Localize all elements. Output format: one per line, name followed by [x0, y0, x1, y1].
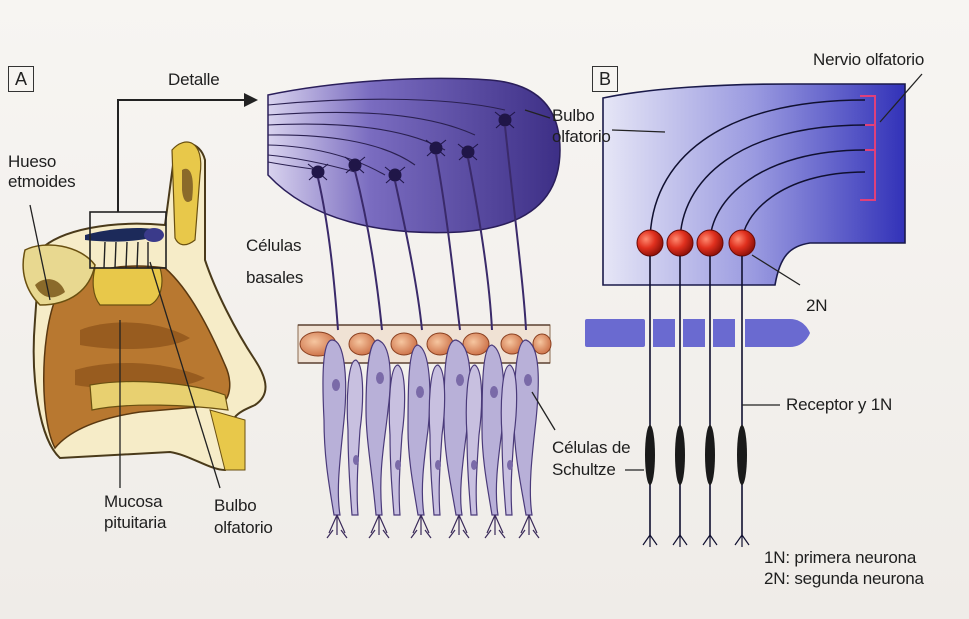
bulbo-olfatorio-a-line2: olfatorio [214, 518, 273, 538]
bulbo-olfatorio-detail-line1: Bulbo [552, 106, 594, 126]
nervio-olfatorio-label: Nervio olfatorio [813, 50, 924, 70]
mucosa-pituitaria-line1: Mucosa [104, 492, 162, 512]
legend-2n: 2N: segunda neurona [764, 569, 924, 589]
olfactory-bulb-detail [268, 78, 560, 232]
bulbo-olfatorio-detail-line2: olfatorio [552, 127, 611, 147]
hueso-etmoides-line1: Hueso [8, 152, 56, 172]
celulas-schultze-line1: Células de [552, 438, 630, 458]
legend-1n: 1N: primera neurona [764, 548, 916, 568]
celulas-schultze-line2: Schultze [552, 460, 616, 480]
hueso-etmoides-line2: etmoides [8, 172, 75, 192]
panel-b-schematic [585, 74, 922, 547]
schultze-cells [323, 340, 538, 515]
cilia [327, 515, 539, 538]
celulas-basales-line2: basales [246, 268, 303, 288]
mucosa-pituitaria-line2: pituitaria [104, 513, 166, 533]
bulbo-olfatorio-a-line1: Bulbo [214, 496, 256, 516]
panel-b-tag: B [592, 66, 618, 92]
cribriform-plate [585, 319, 810, 347]
receptor-label: Receptor y 1N [786, 395, 892, 415]
celulas-basales-line1: Células [246, 236, 301, 256]
panel-a-tag: A [8, 66, 34, 92]
second-neuron-label: 2N [806, 296, 827, 316]
detail-label: Detalle [168, 70, 220, 90]
